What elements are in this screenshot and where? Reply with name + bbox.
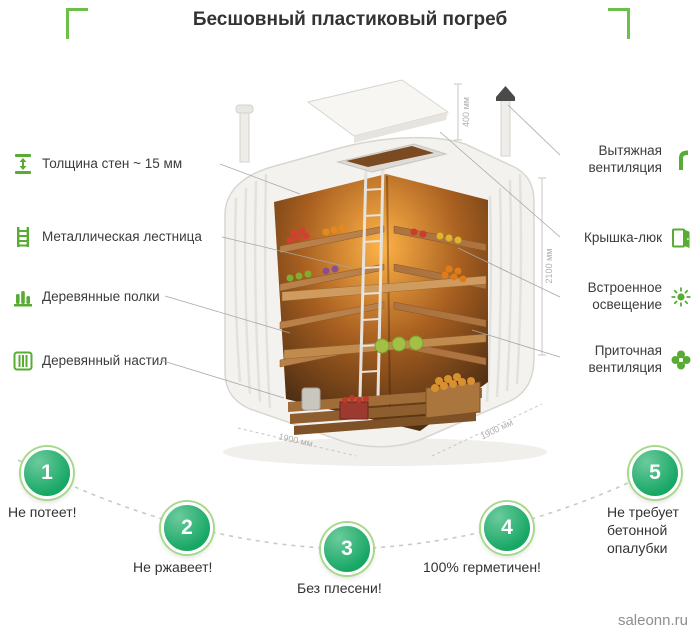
benefit-circle-4: 4: [481, 502, 533, 554]
metal-ladder: [358, 165, 385, 399]
cellar-illustration: 400 мм 2100 мм 1900 мм 1900 мм: [223, 79, 554, 466]
dimension-lid-height: 400 мм: [461, 97, 471, 127]
watermark: saleonn.ru: [617, 612, 688, 629]
exhaust-vent-icon: [670, 149, 692, 171]
benefit-label-4: 100% герметичен!: [423, 559, 541, 575]
feature-lighting: Встроенное освещение: [524, 280, 692, 314]
benefit-number: 4: [501, 516, 513, 539]
feature-label: Приточная вентиляция: [588, 343, 662, 375]
benefit-number: 2: [181, 516, 193, 539]
page-title: Бесшовный пластиковый погреб: [192, 9, 508, 30]
feature-label: Толщина стен ~ 15 мм: [42, 155, 183, 171]
benefit-circle-3: 3: [321, 523, 373, 575]
benefit-label-2: Не ржавеет!: [133, 559, 213, 575]
feature-label: Вытяжная вентиляция: [588, 143, 662, 175]
feature-shelves: Деревянные полки: [12, 286, 160, 308]
hatch-icon: [670, 227, 692, 249]
supply-vent-icon: [670, 349, 692, 371]
benefit-number: 1: [41, 461, 53, 484]
vent-pipe-right: [496, 86, 515, 157]
feature-label: Встроенное освещение: [587, 280, 662, 312]
ground-shadow: [223, 438, 547, 466]
ladder-icon: [12, 226, 34, 248]
hatch-lid: [306, 79, 450, 173]
feature-label: Металлическая лестница: [42, 228, 202, 244]
benefit-number: 3: [341, 537, 353, 560]
feature-label: Крышка-люк: [583, 229, 662, 245]
cellar-interior: [274, 165, 488, 435]
vent-pipe-left: [235, 104, 254, 163]
feature-decking: Деревянный настил: [12, 350, 167, 372]
feature-ladder: Металлическая лестница: [12, 226, 202, 248]
benefit-label-1: Не потеет!: [8, 504, 77, 520]
title-bracket-right: [608, 8, 630, 39]
shelves-icon: [12, 286, 34, 308]
benefit-number: 5: [649, 461, 661, 484]
feature-label: Деревянный настил: [42, 352, 168, 368]
decking-icon: [12, 350, 34, 372]
light-icon: [670, 286, 692, 308]
benefit-circle-2: 2: [161, 502, 213, 554]
title-bracket-left: [66, 8, 88, 39]
benefit-label-5: Не требует бетонной опалубки: [607, 504, 679, 557]
feature-exhaust-vent: Вытяжная вентиляция: [524, 143, 692, 177]
benefit-circle-5: 5: [629, 447, 681, 499]
dimension-inner-height: 2100 мм: [544, 249, 554, 284]
benefit-label-3: Без плесени!: [297, 580, 382, 596]
wall-thickness-icon: [12, 153, 34, 175]
feature-label: Деревянные полки: [42, 288, 160, 304]
feature-hatch: Крышка-люк: [524, 227, 692, 249]
benefit-circle-1: 1: [21, 447, 73, 499]
feature-wall-thickness: Толщина стен ~ 15 мм: [12, 153, 182, 175]
crates: [301, 373, 481, 420]
dimension-depth: 1900 мм: [479, 417, 515, 441]
feature-supply-vent: Приточная вентиляция: [524, 343, 692, 377]
